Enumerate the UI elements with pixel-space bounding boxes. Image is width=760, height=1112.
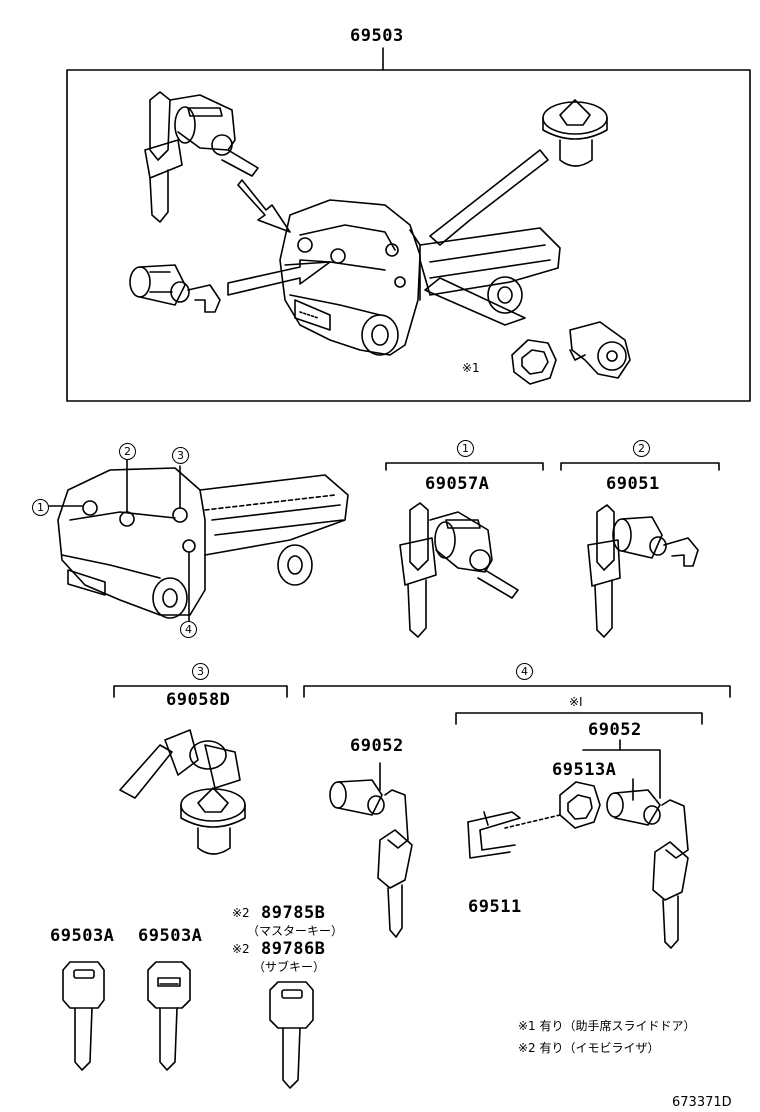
sub-key-note: （サブキー） xyxy=(253,960,326,974)
note-marker-2a: ※2 xyxy=(232,906,250,920)
legend-note-1: ※1 有り（助手席スライドドア） xyxy=(518,1019,696,1033)
callout-2-group: 2 xyxy=(633,440,650,457)
note-marker-2b: ※2 xyxy=(232,942,250,956)
retainer-and-slide-lock-top xyxy=(511,321,631,385)
legend-note-2: ※2 有り（イモビライザ） xyxy=(518,1041,660,1055)
key-blank-69503A-right xyxy=(147,961,191,1071)
part-number-69513A: 69513A xyxy=(552,760,617,780)
part-number-69511: 69511 xyxy=(468,897,522,917)
door-lock-with-key-top xyxy=(144,91,259,223)
callout-4-group: 4 xyxy=(516,663,533,680)
ignition-cylinder-top xyxy=(129,264,221,313)
master-key-note: （マスターキー） xyxy=(247,924,344,938)
retainer-69513A xyxy=(559,781,601,829)
ignition-lock-69051 xyxy=(587,504,699,638)
fuel-cap-with-keys-69058D xyxy=(119,729,246,855)
part-number-69052-right: 69052 xyxy=(588,720,642,740)
door-lock-with-key-69057A xyxy=(399,502,519,638)
note-marker-1-top: ※1 xyxy=(462,361,480,375)
part-number-69503A-right: 69503A xyxy=(138,926,203,946)
callout-1-group: 1 xyxy=(457,440,474,457)
part-number-69503: 69503 xyxy=(350,26,404,46)
key-blank-69503A-left xyxy=(62,961,105,1071)
part-number-69052-left: 69052 xyxy=(350,736,404,756)
part-number-69051: 69051 xyxy=(606,474,660,494)
callout-3-truck: 3 xyxy=(172,447,189,464)
callout-4-truck: 4 xyxy=(180,621,197,638)
slide-door-lock-left-69052 xyxy=(329,779,413,938)
slide-door-lock-right-69052 xyxy=(606,789,689,949)
part-number-69057A: 69057A xyxy=(425,474,490,494)
assembly-frame xyxy=(66,47,751,402)
truck-illustration-top xyxy=(279,199,561,356)
figure-code: 673371D xyxy=(672,1095,732,1110)
clip-69511 xyxy=(467,811,521,859)
part-number-89785B: 89785B xyxy=(261,903,326,923)
pointer-arrows-top xyxy=(227,149,549,326)
part-number-89786B: 89786B xyxy=(261,939,326,959)
truck-illustration-middle xyxy=(45,459,349,623)
part-number-69058D: 69058D xyxy=(166,690,231,710)
note-marker-1-middle: ※Ⅰ xyxy=(569,695,583,709)
part-number-69503A-left: 69503A xyxy=(50,926,115,946)
fuel-cap-top xyxy=(542,99,608,167)
callout-3-group: 3 xyxy=(192,663,209,680)
brackets-middle xyxy=(113,462,731,829)
key-blank-master-sub xyxy=(269,981,314,1089)
callout-2-truck: 2 xyxy=(119,443,136,460)
callout-1-truck: 1 xyxy=(32,499,49,516)
